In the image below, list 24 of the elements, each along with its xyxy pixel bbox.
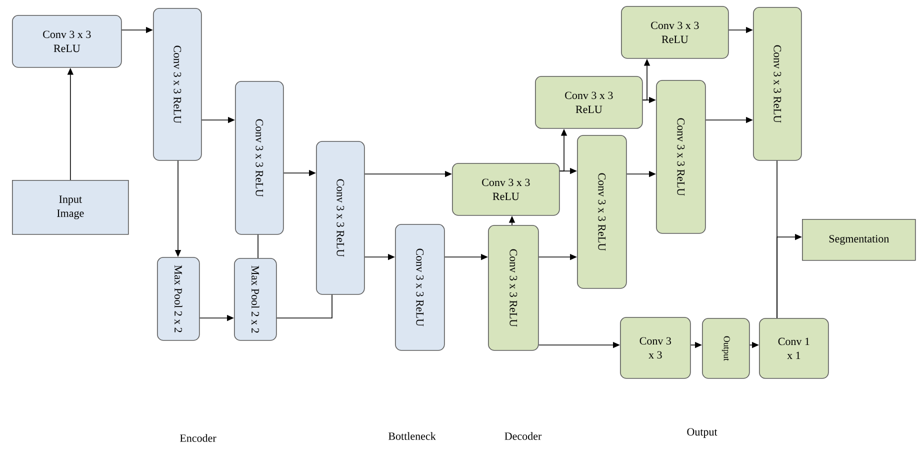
conv-block: Conv 3 x 3 ReLU: [316, 141, 365, 295]
stage-label: Encoder: [180, 434, 216, 442]
stage-label: Bottleneck: [388, 432, 436, 440]
input-box: Input Image: [12, 180, 129, 235]
conv-block: Conv 3 x 3: [620, 317, 691, 379]
conv-block: Conv 3 x 3 ReLU: [235, 81, 284, 235]
output-block: Output: [702, 318, 750, 379]
conv-block: Conv 3 x 3 ReLU: [753, 7, 802, 161]
stage-label: Decoder: [504, 432, 542, 440]
conv-block: Conv 3 x 3 ReLU: [535, 76, 643, 129]
pooling-block: Max Pool 2 x 2: [234, 258, 277, 341]
conv-block: Conv 3 x 3 ReLU: [656, 80, 706, 234]
conv-block: Conv 3 x 3 ReLU: [153, 8, 202, 161]
pooling-block: Max Pool 2 x 2: [157, 257, 200, 341]
conv-block: Conv 1 x 1: [759, 318, 829, 379]
output-box: Segmentation: [802, 219, 916, 261]
conv-block: Conv 3 x 3 ReLU: [577, 135, 627, 289]
conv-block: Conv 3 x 3 ReLU: [12, 15, 122, 68]
conv-block: Conv 3 x 3 ReLU: [452, 163, 560, 216]
conv-block: Conv 3 x 3 ReLU: [621, 6, 729, 59]
conv-block: Conv 3 x 3 ReLU: [488, 225, 539, 351]
conv-block: Conv 3 x 3 ReLU: [395, 224, 445, 351]
stage-label: Output: [687, 428, 718, 438]
connector-line: [276, 294, 332, 318]
